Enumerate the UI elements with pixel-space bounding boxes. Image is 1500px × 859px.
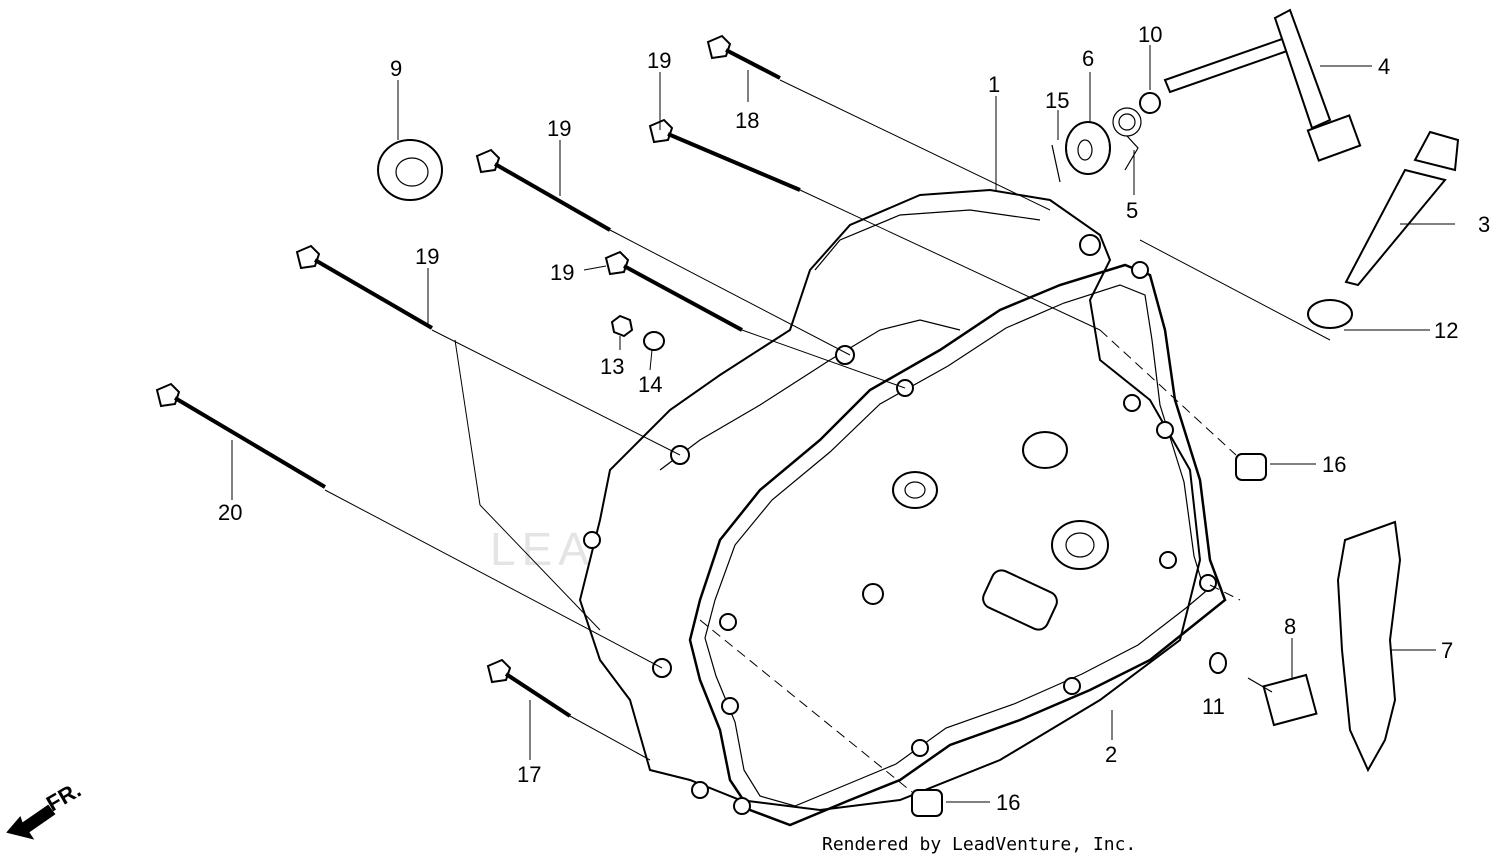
callout-labels: 1 2 3 4 5 6 7 8 9 10 11 12 13 14 15 16 1… xyxy=(218,22,1490,815)
washer-10 xyxy=(1139,92,1161,114)
bolt-18 xyxy=(706,34,781,80)
crankcase-cover xyxy=(578,188,1202,812)
dipstick-3 xyxy=(1344,130,1460,287)
callout-19-upper-left: 19 xyxy=(547,116,571,141)
front-arrow-icon xyxy=(6,804,56,840)
dowel-16-bottom xyxy=(911,789,943,817)
cover-gasket xyxy=(688,261,1227,827)
bolt-20 xyxy=(155,382,327,489)
callout-19-middle: 19 xyxy=(550,260,574,285)
callout-11: 11 xyxy=(1202,694,1225,719)
callout-7: 7 xyxy=(1441,638,1453,663)
plate-7 xyxy=(1336,520,1402,773)
callout-19-left: 19 xyxy=(415,244,439,269)
callout-15: 15 xyxy=(1045,88,1069,113)
callout-6: 6 xyxy=(1082,46,1094,71)
bolt-19-top xyxy=(648,118,801,192)
assembly-lines xyxy=(324,79,1331,793)
switch-8 xyxy=(1247,673,1318,727)
washer-11 xyxy=(1209,652,1227,674)
callout-8: 8 xyxy=(1284,614,1296,639)
washer-14 xyxy=(643,331,665,351)
bolt-19-left xyxy=(295,244,434,330)
render-credit: Rendered by LeadVenture, Inc. xyxy=(822,834,1136,855)
spring-5 xyxy=(1112,107,1142,171)
callout-16-top: 16 xyxy=(1322,452,1346,477)
front-direction-indicator: FR. xyxy=(6,777,85,840)
bolt-19-middle xyxy=(604,250,743,332)
callout-13: 13 xyxy=(600,354,624,379)
o-ring-12 xyxy=(1307,299,1353,329)
callout-leaders xyxy=(231,45,1455,803)
callout-14: 14 xyxy=(638,372,662,397)
callout-10: 10 xyxy=(1138,22,1162,47)
oil-seal-9 xyxy=(377,139,443,201)
callout-1: 1 xyxy=(988,72,1000,97)
callout-20: 20 xyxy=(218,500,242,525)
arm-4 xyxy=(1163,8,1362,162)
nut-13 xyxy=(610,314,634,338)
callout-4: 4 xyxy=(1378,54,1390,79)
cotter-pin-15 xyxy=(1051,144,1061,183)
callout-12: 12 xyxy=(1434,318,1458,343)
dowel-16-top xyxy=(1235,453,1267,481)
callout-3: 3 xyxy=(1478,212,1490,237)
callout-18: 18 xyxy=(735,108,759,133)
callout-2: 2 xyxy=(1105,742,1117,767)
callout-5: 5 xyxy=(1126,198,1138,223)
callout-17: 17 xyxy=(517,762,541,787)
bolt-17 xyxy=(486,658,572,718)
bolt-19-upper-left xyxy=(475,148,611,232)
callout-16-bottom: 16 xyxy=(996,790,1020,815)
callout-19-top: 19 xyxy=(647,48,671,73)
callout-9: 9 xyxy=(390,56,402,81)
collar-6 xyxy=(1065,121,1111,175)
